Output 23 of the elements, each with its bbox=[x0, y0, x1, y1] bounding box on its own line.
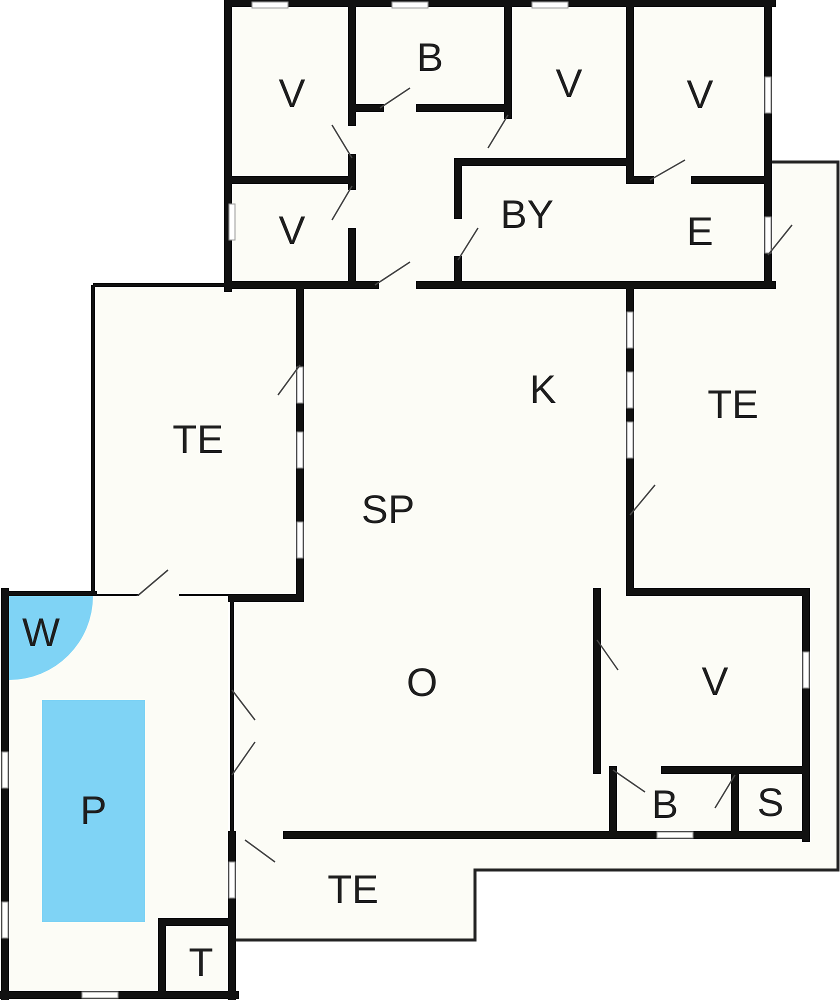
room-label: V bbox=[278, 74, 306, 114]
pool bbox=[42, 700, 145, 922]
room-label: T bbox=[188, 942, 214, 982]
room-label: W bbox=[22, 613, 60, 653]
room-label: O bbox=[406, 663, 438, 703]
room-label: B bbox=[416, 38, 444, 78]
room-label: V bbox=[686, 75, 714, 115]
room-label: TE bbox=[172, 420, 224, 460]
room-label: K bbox=[530, 370, 556, 410]
room-label: E bbox=[686, 212, 714, 252]
room-label: V bbox=[278, 211, 306, 251]
room-label: TE bbox=[327, 870, 379, 910]
room-label: S bbox=[757, 782, 784, 822]
room-floor bbox=[9, 596, 228, 991]
room-label: P bbox=[80, 791, 107, 831]
room bbox=[158, 918, 228, 991]
room-label: TE bbox=[707, 385, 759, 425]
room-label: B bbox=[652, 785, 678, 825]
room-label: V bbox=[556, 64, 582, 104]
room-label: SP bbox=[361, 490, 415, 530]
room-label: BY bbox=[500, 195, 554, 235]
quarter-circle-area bbox=[9, 596, 93, 680]
room-label: V bbox=[702, 662, 728, 702]
